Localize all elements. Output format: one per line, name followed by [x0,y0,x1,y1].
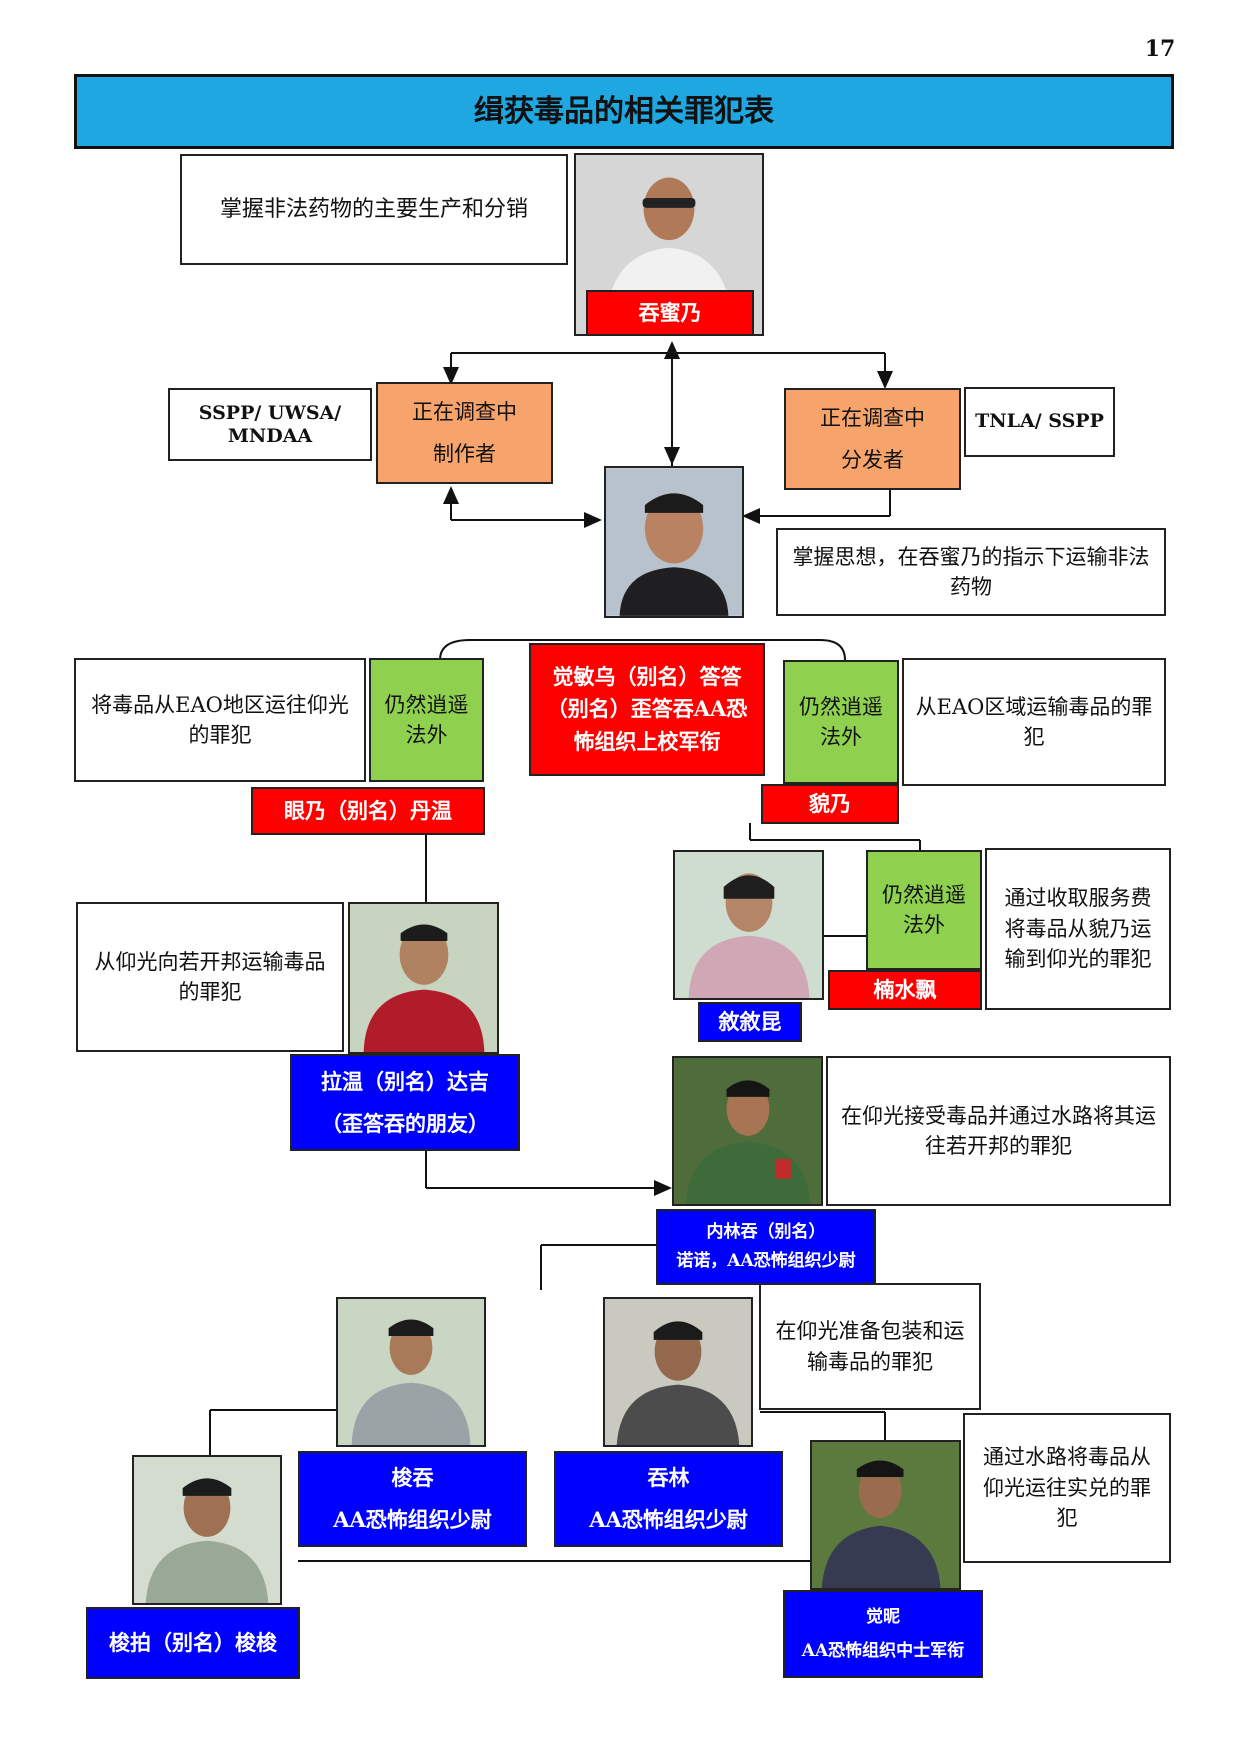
kyaw-nyi-name-line1: 觉昵 [866,1607,900,1627]
top-description: 掌握非法药物的主要生产和分销 [180,154,568,265]
kyaw-nyi-photo [810,1440,961,1590]
soe-htun-name: 梭吞 AA恐怖组织少尉 [298,1451,527,1547]
row3-status-line1: 仍然逍遥 [882,882,966,907]
pack-description: 在仰光准备包装和运输毒品的罪犯 [759,1283,981,1410]
row3-right-description: 通过收取服务费将毒品从貌乃运输到仰光的罪犯 [985,848,1171,1010]
right-org-label: TNLA/ SSPP [964,387,1115,457]
row3-left-name: 拉温（别名）达吉 （歪答吞的朋友） [290,1054,520,1151]
row3-woman-name: 敘敘昆 [698,1002,802,1042]
row2-right-description: 从EAO区域运输毒品的罪犯 [902,658,1166,786]
row3-status-line2: 法外 [903,913,945,937]
page-number: 17 [1144,36,1176,63]
row2-center-red: 觉敏乌（别名）答答 （别名）歪答吞AA恐 怖组织上校军衔 [529,643,765,776]
row2-left-status-line1: 仍然逍遥 [384,692,469,717]
soe-phat-name: 梭拍（别名）梭梭 [86,1607,300,1679]
row2-center-line2: （别名）歪答吞AA恐 [546,696,748,722]
soe-htun-name-line2: AA恐怖组织少尉 [333,1507,492,1532]
soldier-photo [672,1056,823,1206]
row2-left-status: 仍然逍遥 法外 [369,658,484,782]
row3-left-name-line1: 拉温（别名）达吉 [321,1068,489,1094]
soe-htun-photo [336,1297,486,1447]
distributor-status: 正在调查中 [820,405,925,430]
kyaw-nyi-name-line2: AA恐怖组织中士军衔 [801,1641,965,1661]
maker-status: 正在调查中 [412,399,517,424]
kyaw-nyi-name: 觉昵 AA恐怖组织中士军衔 [783,1590,983,1678]
center-description: 掌握思想，在吞蜜乃的指示下运输非法药物 [776,528,1166,616]
row2-left-name: 眼乃（别名）丹温 [251,787,485,835]
row2-center-line1: 觉敏乌（别名）答答 [552,663,742,689]
soldier-name-line2: 诺诺，AA恐怖组织少尉 [676,1251,856,1271]
left-org-line1: SSPP/ UWSA/ [198,401,342,424]
soe-phat-photo [132,1455,282,1605]
row2-right-status-line2: 法外 [820,725,862,749]
maker-role: 制作者 [433,442,496,466]
maker-box: 正在调查中 制作者 [376,382,553,484]
htun-lin-photo [603,1297,753,1447]
htun-lin-name-line1: 吞林 [647,1465,690,1490]
htun-lin-name: 吞林 AA恐怖组织少尉 [554,1451,783,1547]
leader-name: 吞蜜乃 [586,290,754,336]
water-description: 通过水路将毒品从仰光运往实兑的罪犯 [963,1413,1171,1563]
soldier-description: 在仰光接受毒品并通过水路将其运往若开邦的罪犯 [826,1056,1171,1206]
row2-right-status-line1: 仍然逍遥 [799,694,883,719]
htun-lin-name-line2: AA恐怖组织少尉 [589,1507,748,1532]
red-shirt-man-photo [348,902,499,1054]
row2-left-description: 将毒品从EAO地区运往仰光的罪犯 [74,658,366,782]
page-title: 缉获毒品的相关罪犯表 [74,74,1174,149]
row2-left-status-line2: 法外 [405,723,448,747]
distributor-role: 分发者 [841,448,904,472]
row2-center-line3: 怖组织上校军衔 [573,728,721,754]
center-man-photo [604,466,744,618]
row3-status-name: 楠水飘 [828,970,982,1010]
woman-photo [673,850,824,1000]
left-org-line2: MNDAA [227,424,313,447]
row2-right-status: 仍然逍遥 法外 [783,660,899,784]
soldier-name: 内林吞（别名） 诺诺，AA恐怖组织少尉 [656,1209,876,1285]
row3-left-description: 从仰光向若开邦运输毒品的罪犯 [76,902,344,1052]
left-org-label: SSPP/ UWSA/ MNDAA [168,388,372,461]
distributor-box: 正在调查中 分发者 [784,388,961,490]
row2-right-name: 貌乃 [761,784,899,824]
soe-htun-name-line1: 梭吞 [391,1465,434,1490]
soldier-name-line1: 内林吞（别名） [706,1222,826,1243]
row3-left-name-line2: （歪答吞的朋友） [321,1110,489,1136]
row3-status: 仍然逍遥 法外 [866,850,982,970]
